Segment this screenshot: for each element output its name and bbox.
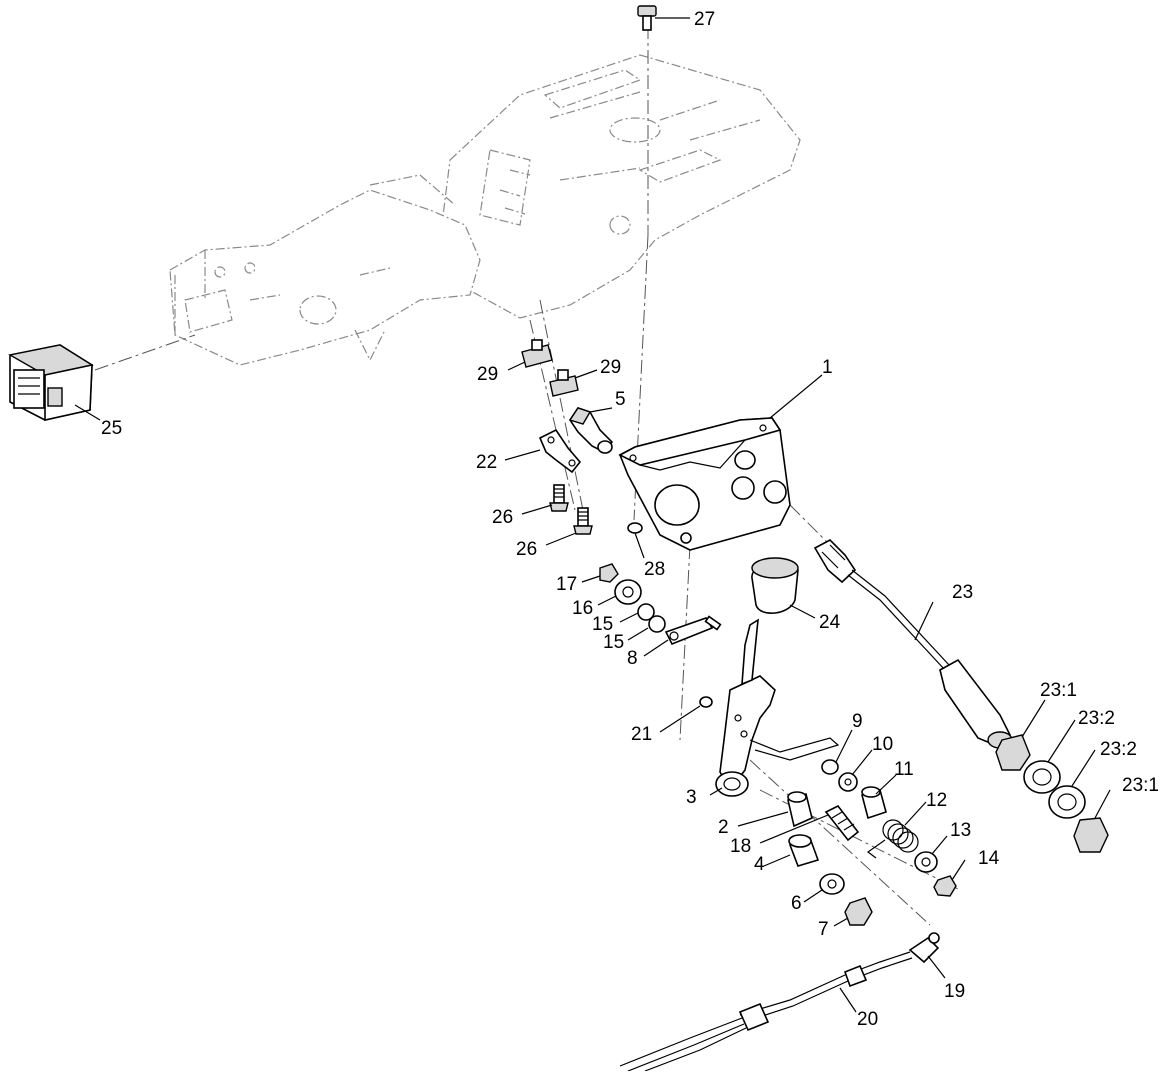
callout-19: 19 (944, 981, 965, 1002)
callout-25: 25 (101, 418, 122, 439)
ghosted-frame (169, 54, 801, 366)
part-1-bracket (618, 417, 791, 551)
callout-23-1-upper: 23:1 (1040, 680, 1077, 701)
callout-4: 4 (754, 854, 765, 875)
callout-27: 27 (694, 9, 715, 30)
callout-18: 18 (730, 836, 751, 857)
part-22-bracket (538, 428, 582, 474)
parts-15-16-17-spacers (599, 563, 666, 633)
parts-19-20-cable (619, 932, 940, 1072)
callout-1: 1 (822, 357, 833, 378)
callout-17: 17 (556, 574, 577, 595)
callout-16: 16 (572, 598, 593, 619)
callout-29-left: 29 (477, 364, 498, 385)
callout-13: 13 (950, 820, 971, 841)
callout-26-upper: 26 (492, 507, 513, 528)
callout-21: 21 (631, 724, 652, 745)
part-26-bolts (549, 484, 593, 535)
callout-23-2-upper: 23:2 (1078, 708, 1115, 729)
callout-15-lower: 15 (603, 632, 624, 653)
part-5-shaft (568, 407, 614, 454)
callout-2: 2 (718, 817, 729, 838)
callout-6: 6 (791, 893, 802, 914)
part-27-bolt (637, 5, 657, 31)
callout-23-1-lower: 23:1 (1122, 775, 1159, 796)
callout-28: 28 (644, 559, 665, 580)
callout-12: 12 (926, 790, 947, 811)
part-25-switch (8, 344, 94, 421)
callout-23: 23 (952, 582, 973, 603)
callout-20: 20 (857, 1009, 878, 1030)
callout-23-2-lower: 23:2 (1100, 739, 1137, 760)
part-23-sensor (813, 539, 1109, 853)
callout-11: 11 (894, 759, 914, 780)
callout-9: 9 (852, 711, 863, 732)
spring-12 (866, 819, 919, 859)
callout-8: 8 (627, 648, 638, 669)
callout-22: 22 (476, 452, 497, 473)
callout-labels: 27 1 29 29 5 25 22 26 26 28 17 16 15 15 … (101, 9, 1159, 1030)
parts-2-4-6-7-18-hardware (787, 791, 873, 926)
callout-24: 24 (819, 612, 841, 633)
part-29-clips (521, 339, 579, 397)
callout-3: 3 (686, 787, 697, 808)
part-24-knob (751, 557, 799, 614)
callout-26-lower: 26 (516, 539, 537, 560)
callout-5: 5 (615, 389, 626, 410)
leader-lines (74, 17, 1111, 1013)
callout-7: 7 (818, 919, 829, 940)
part-8-link (664, 615, 722, 646)
callout-14: 14 (978, 848, 1000, 869)
callout-10: 10 (872, 734, 893, 755)
parts-9-14-spring-hardware (821, 759, 957, 897)
callout-29-right: 29 (600, 357, 621, 378)
part-28-nut (627, 522, 643, 534)
callout-15-upper: 15 (592, 614, 613, 635)
part-21-3-lever (699, 618, 840, 797)
